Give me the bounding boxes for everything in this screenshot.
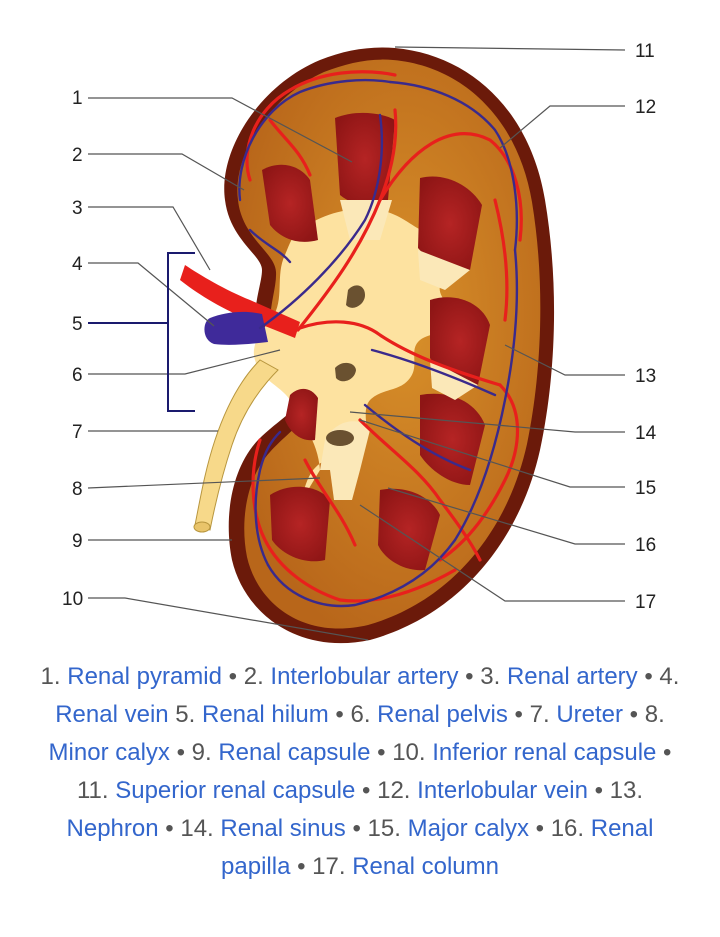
caption-num: 5.	[175, 701, 196, 728]
label-2: 2	[72, 145, 83, 166]
separator: •	[328, 701, 351, 728]
separator: •	[587, 777, 610, 804]
caption-num: 2.	[243, 663, 264, 690]
separator: •	[221, 663, 244, 690]
leader-6	[88, 349, 281, 375]
link-interlobular-artery[interactable]: Interlobular artery	[270, 663, 459, 690]
label-4: 4	[72, 254, 83, 275]
label-3: 3	[72, 198, 83, 219]
vein-network	[238, 78, 519, 608]
leader-2	[88, 153, 245, 191]
separator: •	[345, 815, 368, 842]
ureter-end	[193, 521, 211, 533]
link-interlobular-vein[interactable]: Interlobular vein	[417, 777, 588, 804]
caption-num: 17.	[312, 853, 346, 880]
link-renal-papilla[interactable]: Renal papilla	[221, 815, 654, 880]
link-renal-artery[interactable]: Renal artery	[506, 663, 638, 690]
renal-vein	[204, 311, 268, 345]
hilum-bracket	[88, 252, 195, 412]
label-10: 10	[62, 589, 83, 610]
ureter	[194, 359, 279, 531]
label-13: 13	[635, 366, 656, 387]
separator: •	[290, 853, 313, 880]
leader-lines	[87, 46, 626, 641]
artery-network	[245, 70, 523, 603]
leader-17	[359, 504, 625, 602]
label-1: 1	[72, 88, 83, 109]
caption-num: 9.	[191, 739, 212, 766]
leader-13	[504, 344, 625, 376]
label-8: 8	[72, 479, 83, 500]
separator: •	[656, 739, 672, 766]
link-renal-vein[interactable]: Renal vein	[55, 701, 169, 728]
separator: •	[528, 815, 551, 842]
separator: •	[507, 701, 530, 728]
caption-num: 4.	[659, 663, 680, 690]
leader-12	[499, 105, 625, 149]
link-renal-hilum[interactable]: Renal hilum	[201, 701, 329, 728]
link-superior-renal-capsule[interactable]: Superior renal capsule	[115, 777, 356, 804]
link-major-calyx[interactable]: Major calyx	[407, 815, 529, 842]
leader-11	[394, 46, 626, 51]
link-ureter[interactable]: Ureter	[556, 701, 624, 728]
label-11: 11	[635, 41, 655, 62]
label-15: 15	[635, 478, 656, 499]
separator: •	[370, 739, 393, 766]
caption-num: 6.	[350, 701, 371, 728]
link-nephron[interactable]: Nephron	[66, 815, 159, 842]
separator: •	[637, 663, 660, 690]
leader-14	[349, 411, 625, 433]
link-renal-capsule[interactable]: Renal capsule	[218, 739, 371, 766]
minor-calyces	[320, 200, 478, 500]
label-16: 16	[635, 535, 656, 556]
caption-num: 13.	[609, 777, 644, 804]
leader-8	[87, 477, 321, 489]
caption-num: 12.	[377, 777, 411, 804]
separator: •	[355, 777, 378, 804]
kidney-diagram: 1 2 3 4 5 6 7 8 9 10 11 12 13 14 15 16 1…	[62, 41, 657, 644]
label-17: 17	[635, 592, 656, 613]
label-5: 5	[72, 314, 83, 335]
link-renal-column[interactable]: Renal column	[352, 853, 499, 880]
link-minor-calyx[interactable]: Minor calyx	[48, 739, 170, 766]
caption-num: 10.	[392, 739, 426, 766]
separator: •	[158, 815, 181, 842]
separator: •	[169, 739, 192, 766]
caption-num: 16.	[550, 815, 585, 842]
label-7: 7	[72, 422, 83, 443]
link-renal-pelvis[interactable]: Renal pelvis	[377, 701, 508, 728]
link-inferior-renal-capsule[interactable]: Inferior renal capsule	[432, 739, 657, 766]
separator: •	[623, 701, 645, 728]
leader-4	[88, 262, 215, 327]
label-9: 9	[72, 531, 83, 552]
caption-num: 1.	[40, 663, 61, 690]
separator: •	[458, 663, 481, 690]
leader-10	[88, 597, 369, 641]
renal-sinus	[253, 208, 461, 521]
caption-num: 7.	[529, 701, 550, 728]
caption-num: 3.	[480, 663, 501, 690]
caption-num: 14.	[180, 815, 214, 842]
diagram-caption: 1. Renal pyramid • 2. Interlobular arter…	[40, 658, 680, 886]
leader-3	[88, 206, 211, 271]
label-6: 6	[72, 365, 83, 386]
caption-num: 8.	[644, 701, 665, 728]
calyx-openings	[326, 285, 365, 446]
leader-1	[88, 97, 353, 163]
leader-16	[387, 487, 625, 545]
caption-num: 11.	[76, 777, 109, 804]
link-renal-sinus[interactable]: Renal sinus	[220, 815, 346, 842]
label-14: 14	[635, 423, 657, 444]
label-12: 12	[635, 97, 656, 118]
leader-15	[359, 419, 625, 488]
renal-pyramids	[262, 112, 490, 571]
link-renal-pyramid[interactable]: Renal pyramid	[67, 663, 222, 690]
caption-num: 15.	[367, 815, 401, 842]
